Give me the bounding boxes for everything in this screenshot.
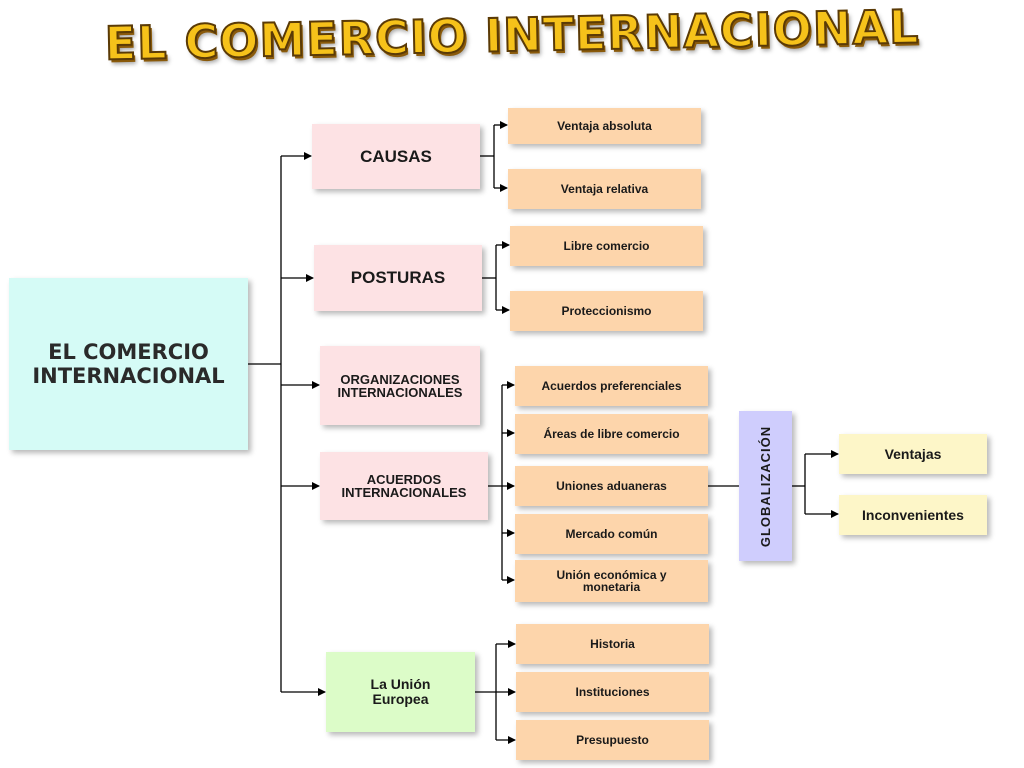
leaf-presupuesto: Presupuesto: [516, 720, 709, 760]
leaf-label: Ventaja relativa: [560, 182, 649, 196]
leaf-areas-libre-comercio: Áreas de libre comercio: [515, 414, 708, 454]
leaf-label: Ventaja absoluta: [557, 119, 652, 133]
node-globalizacion: GLOBALIZACIÓN: [739, 411, 792, 561]
leaf-label: Uniones aduaneras: [556, 479, 667, 493]
node-union-europea: La Unión Europea: [326, 652, 475, 732]
node-posturas: POSTURAS: [314, 245, 482, 311]
leaf-instituciones: Instituciones: [516, 672, 709, 712]
leaf-label: Unión económica y monetaria: [556, 568, 667, 594]
leaf-label: Historia: [590, 637, 635, 651]
leaf-union-economica: Unión económica y monetaria: [515, 560, 708, 602]
node-ventajas: Ventajas: [839, 434, 987, 474]
root-label: EL COMERCIO INTERNACIONAL: [32, 340, 225, 388]
leaf-historia: Historia: [516, 624, 709, 664]
node-causas: CAUSAS: [312, 124, 480, 189]
leaf-libre-comercio: Libre comercio: [510, 226, 703, 266]
leaf-label: Instituciones: [575, 685, 650, 699]
leaf-label: Áreas de libre comercio: [543, 427, 680, 441]
leaf-proteccionismo: Proteccionismo: [510, 291, 703, 331]
node-organizaciones-label: ORGANIZACIONES INTERNACIONALES: [337, 371, 463, 400]
node-globalizacion-label: GLOBALIZACIÓN: [758, 425, 774, 547]
leaf-label: Presupuesto: [576, 733, 649, 747]
node-acuerdos: ACUERDOS INTERNACIONALES: [320, 452, 488, 520]
leaf-mercado-comun: Mercado común: [515, 514, 708, 554]
node-organizaciones: ORGANIZACIONES INTERNACIONALES: [320, 346, 480, 425]
node-acuerdos-label: ACUERDOS INTERNACIONALES: [341, 472, 467, 500]
node-inconvenientes-label: Inconvenientes: [862, 507, 964, 523]
leaf-label: Mercado común: [565, 527, 658, 541]
leaf-ventaja-absoluta: Ventaja absoluta: [508, 108, 701, 144]
leaf-ventaja-relativa: Ventaja relativa: [508, 169, 701, 209]
node-posturas-label: POSTURAS: [350, 268, 446, 287]
node-ventajas-label: Ventajas: [884, 446, 942, 462]
leaf-label: Libre comercio: [563, 239, 650, 253]
leaf-label: Acuerdos preferenciales: [541, 379, 682, 393]
leaf-label: Proteccionismo: [561, 304, 652, 318]
leaf-uniones-aduaneras: Uniones aduaneras: [515, 466, 708, 506]
node-union-europea-label: La Unión Europea: [370, 676, 431, 707]
root-node: EL COMERCIO INTERNACIONAL: [9, 278, 248, 450]
node-causas-label: CAUSAS: [360, 146, 432, 166]
node-inconvenientes: Inconvenientes: [839, 495, 987, 535]
leaf-acuerdos-preferenciales: Acuerdos preferenciales: [515, 366, 708, 406]
